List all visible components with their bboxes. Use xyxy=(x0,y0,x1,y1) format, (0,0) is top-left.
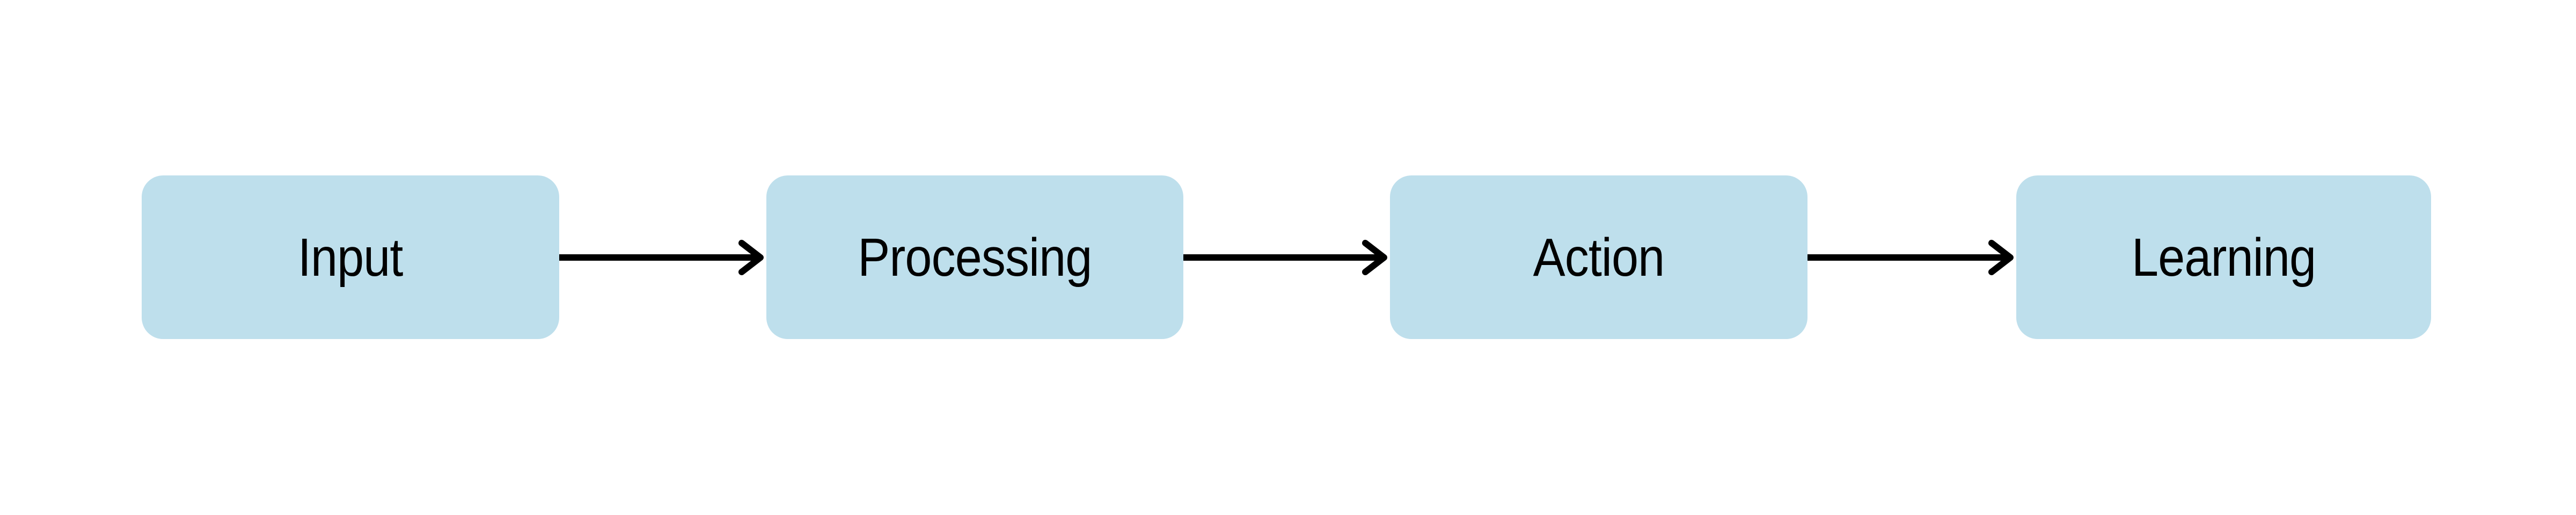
flow-connector-input-processing xyxy=(559,175,766,339)
arrow-right-icon xyxy=(559,240,764,275)
flow-chain: Input Processing Action xyxy=(142,175,2431,339)
flow-connector-processing-action xyxy=(1183,175,1390,339)
flow-node-label: Input xyxy=(298,227,404,288)
flow-node-label: Learning xyxy=(2131,227,2316,288)
flow-node-action[interactable]: Action xyxy=(1390,175,1807,339)
arrow-right-icon xyxy=(1183,240,1387,275)
arrow-right-icon xyxy=(1807,240,2014,275)
flow-connector-action-learning xyxy=(1807,175,2016,339)
flow-node-input[interactable]: Input xyxy=(142,175,559,339)
flow-node-label: Processing xyxy=(858,227,1092,288)
flow-node-learning[interactable]: Learning xyxy=(2016,175,2431,339)
flow-node-processing[interactable]: Processing xyxy=(766,175,1183,339)
flow-node-label: Action xyxy=(1533,227,1665,288)
